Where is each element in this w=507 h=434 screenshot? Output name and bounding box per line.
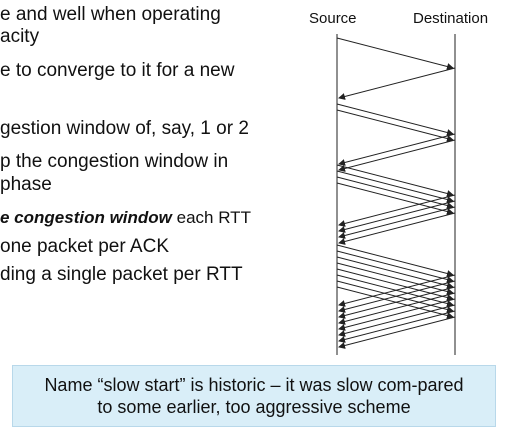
ack-arrow: [338, 200, 456, 233]
data-packet-arrow: [336, 256, 454, 289]
data-packet-arrow: [336, 164, 454, 197]
ack-arrow: [338, 67, 456, 100]
data-packet-arrow: [336, 274, 454, 307]
bullet-line-5: p the congestion window in: [0, 151, 229, 172]
ack-arrow: [338, 280, 456, 313]
ack-arrow: [338, 298, 456, 331]
data-packet-arrow: [336, 182, 454, 215]
destination-label: Destination: [413, 10, 489, 27]
ack-arrow: [338, 274, 456, 307]
ack-arrow: [338, 304, 456, 337]
bullet-line-4: gestion window of, say, 1 or 2: [0, 118, 249, 139]
bullet-line-6: phase: [0, 174, 52, 195]
bullet-line-1: e and well when operating: [0, 4, 221, 25]
bullet-line-7-rest: each RTT: [171, 208, 251, 227]
data-packet-arrow: [336, 262, 454, 295]
ack-arrow: [338, 194, 456, 227]
note-text: Name “slow start” is historic – it was s…: [44, 375, 464, 417]
data-packet-arrow: [336, 286, 454, 319]
data-packet-arrow: [336, 170, 454, 203]
data-packet-arrow: [336, 176, 454, 209]
ack-arrow: [338, 206, 456, 239]
data-packet-arrow: [336, 250, 454, 283]
ack-arrow: [338, 310, 456, 343]
data-packet-arrow: [336, 280, 454, 313]
data-packet-arrow: [336, 268, 454, 301]
emphasis-congestion-window: e congestion window: [0, 208, 172, 227]
ack-arrow: [338, 212, 456, 245]
bullet-line-7: e congestion window each RTT: [0, 207, 251, 229]
data-packet-arrow: [336, 244, 454, 277]
ack-arrow: [338, 133, 456, 166]
bullet-line-2: acity: [0, 26, 40, 47]
source-label: Source: [309, 10, 357, 27]
bullet-line-9: ding a single packet per RTT: [0, 264, 243, 285]
ack-arrow: [338, 292, 456, 325]
note-box: Name “slow start” is historic – it was s…: [12, 365, 496, 427]
ack-arrow: [338, 286, 456, 319]
ack-arrow: [338, 316, 456, 349]
data-packet-arrow: [336, 103, 454, 136]
ack-arrow: [338, 139, 456, 172]
data-packet-arrow: [336, 109, 454, 142]
bullet-line-3: e to converge to it for a new: [0, 60, 235, 81]
data-packet-arrow: [336, 37, 454, 70]
bullet-line-8: one packet per ACK: [0, 236, 169, 257]
